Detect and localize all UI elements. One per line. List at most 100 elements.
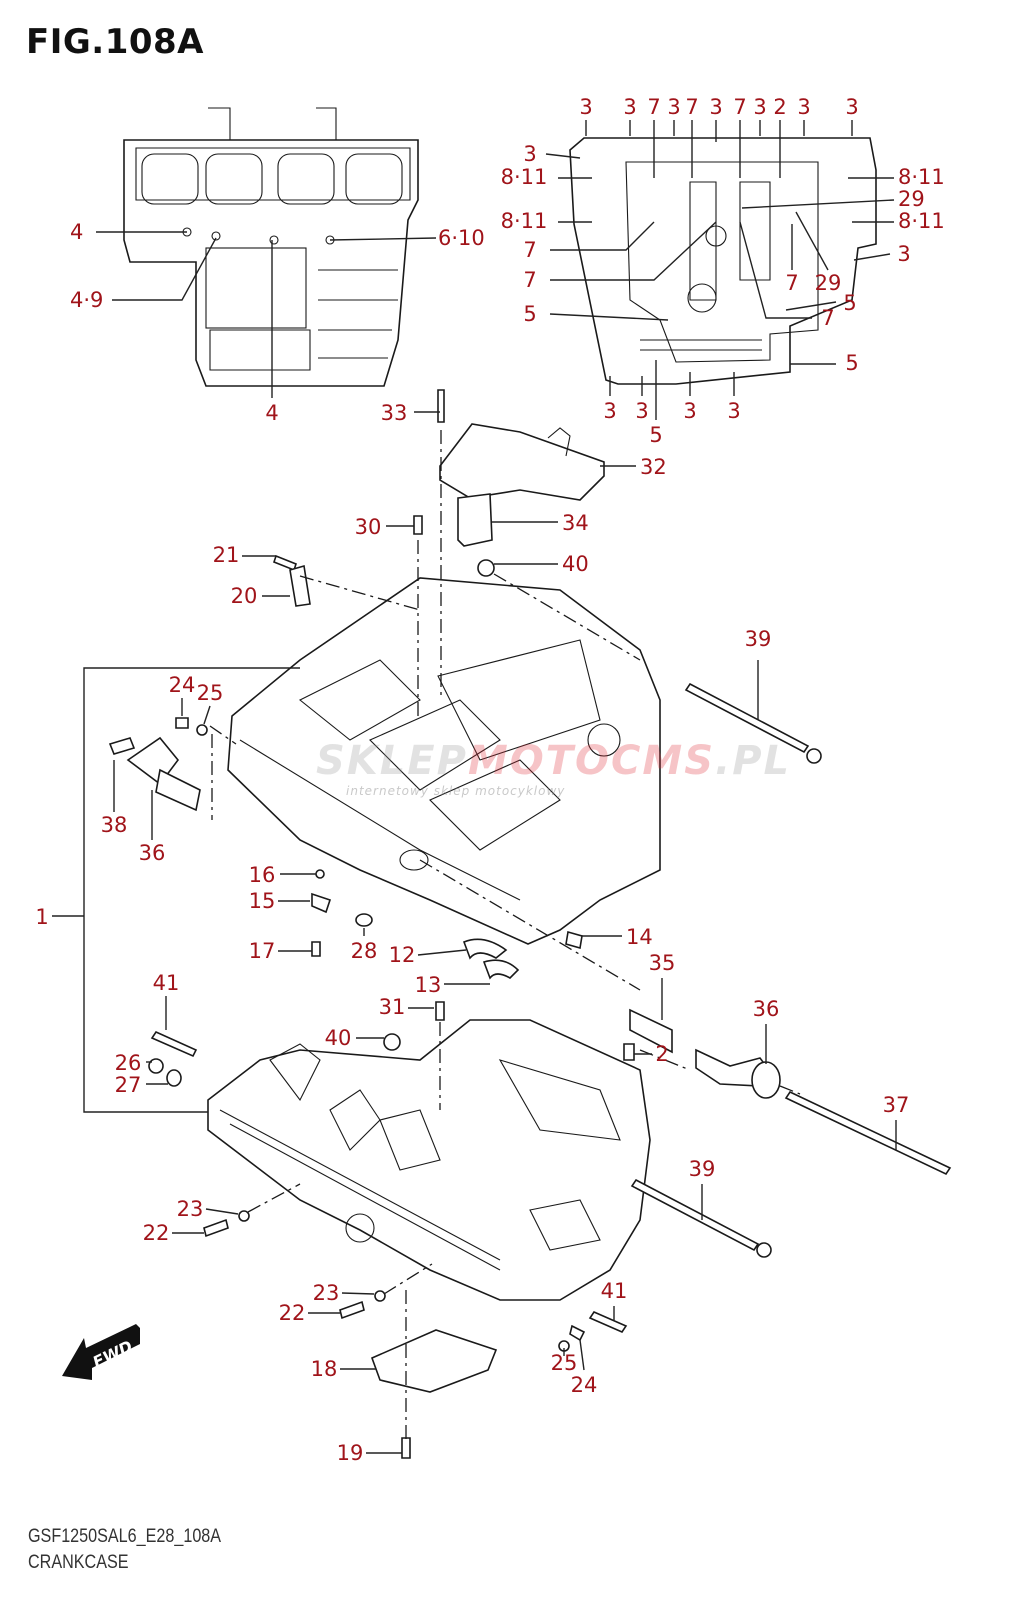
part-callout-3: 3 bbox=[683, 399, 696, 423]
part-callout-8-11: 8·11 bbox=[501, 209, 548, 233]
assembly-bracket-1 bbox=[83, 667, 300, 1113]
watermark-part-1: SKLEP bbox=[316, 738, 468, 784]
leader-lines bbox=[52, 120, 897, 1454]
part-callout-18: 18 bbox=[311, 1357, 338, 1381]
part-callout-29: 29 bbox=[898, 187, 925, 211]
part-callout-7: 7 bbox=[523, 268, 536, 292]
part-callout-39: 39 bbox=[745, 627, 772, 651]
leader-line bbox=[341, 1292, 375, 1295]
part-callout-30: 30 bbox=[355, 515, 382, 539]
part-callout-1: 1 bbox=[35, 905, 48, 929]
part-callout-7: 7 bbox=[821, 306, 834, 330]
part-callout-40: 40 bbox=[325, 1026, 352, 1050]
watermark-logo: SKLEPMOTOCMS.PL bbox=[316, 738, 791, 784]
forward-arrow-icon: FWD bbox=[58, 1318, 148, 1392]
part-callout-3: 3 bbox=[635, 399, 648, 423]
cylinder-bores bbox=[141, 153, 403, 205]
part-callout-3: 3 bbox=[797, 95, 810, 119]
leader-line bbox=[550, 221, 717, 281]
oil-pump-parts bbox=[108, 736, 952, 1176]
part-callout-40: 40 bbox=[562, 552, 589, 576]
upper-crankcase-main bbox=[227, 577, 661, 945]
leader-line bbox=[853, 253, 891, 261]
part-callout-3: 3 bbox=[603, 399, 616, 423]
part-callout-3: 3 bbox=[727, 399, 740, 423]
part-callout-6-10: 6·10 bbox=[438, 226, 485, 250]
part-callout-26: 26 bbox=[115, 1051, 142, 1075]
leader-line bbox=[112, 237, 217, 301]
part-callout-2: 2 bbox=[773, 95, 786, 119]
leader-line bbox=[741, 199, 895, 209]
part-callout-13: 13 bbox=[415, 973, 442, 997]
watermark-part-2: MOTO bbox=[467, 738, 612, 784]
figure-name: CRANKCASE bbox=[28, 1552, 129, 1573]
leader-line bbox=[205, 1208, 239, 1215]
figure-code: GSF1250SAL6_E28_108A bbox=[28, 1526, 222, 1547]
part-callout-25: 25 bbox=[197, 681, 224, 705]
part-callout-3: 3 bbox=[667, 95, 680, 119]
part-callout-8-11: 8·11 bbox=[898, 165, 945, 189]
part-callout-22: 22 bbox=[279, 1301, 306, 1325]
leader-line bbox=[545, 153, 581, 159]
part-callout-21: 21 bbox=[213, 543, 240, 567]
part-callout-7: 7 bbox=[733, 95, 746, 119]
part-callout-12: 12 bbox=[389, 943, 416, 967]
part-callout-34: 34 bbox=[562, 511, 589, 535]
leader-line bbox=[550, 221, 655, 251]
part-callout-20: 20 bbox=[231, 584, 258, 608]
part-callout-3: 3 bbox=[523, 142, 536, 166]
part-callout-22: 22 bbox=[143, 1221, 170, 1245]
part-callout-2: 2 bbox=[655, 1042, 668, 1066]
part-callout-24: 24 bbox=[169, 673, 196, 697]
part-callout-23: 23 bbox=[313, 1281, 340, 1305]
part-callout-4-9: 4·9 bbox=[70, 288, 103, 312]
part-callout-33: 33 bbox=[381, 401, 408, 425]
part-callout-3: 3 bbox=[579, 95, 592, 119]
breather-cover bbox=[439, 423, 605, 547]
part-callout-37: 37 bbox=[883, 1093, 910, 1117]
small-parts bbox=[148, 389, 635, 1459]
part-callout-5: 5 bbox=[649, 423, 662, 447]
part-callout-3: 3 bbox=[623, 95, 636, 119]
part-callout-29: 29 bbox=[815, 271, 842, 295]
part-callout-16: 16 bbox=[249, 863, 276, 887]
part-callout-38: 38 bbox=[101, 813, 128, 837]
leader-line bbox=[795, 211, 829, 271]
part-callout-3: 3 bbox=[845, 95, 858, 119]
part-callout-24: 24 bbox=[571, 1373, 598, 1397]
part-callout-5: 5 bbox=[523, 302, 536, 326]
part-callout-36: 36 bbox=[139, 841, 166, 865]
leader-line bbox=[549, 313, 669, 321]
leader-line bbox=[329, 237, 437, 241]
part-callout-5: 5 bbox=[843, 291, 856, 315]
part-callout-4: 4 bbox=[70, 220, 83, 244]
part-callout-41: 41 bbox=[153, 971, 180, 995]
part-callout-27: 27 bbox=[115, 1073, 142, 1097]
upper-crankcase-view bbox=[123, 107, 419, 387]
part-callout-3: 3 bbox=[753, 95, 766, 119]
part-callout-41: 41 bbox=[601, 1279, 628, 1303]
watermark-tld: .PL bbox=[715, 738, 792, 784]
part-callout-35: 35 bbox=[649, 951, 676, 975]
watermark-part-3: CMS bbox=[611, 738, 716, 784]
part-callout-23: 23 bbox=[177, 1197, 204, 1221]
part-callout-15: 15 bbox=[249, 889, 276, 913]
part-callout-7: 7 bbox=[647, 95, 660, 119]
part-callout-8-11: 8·11 bbox=[898, 209, 945, 233]
part-callout-31: 31 bbox=[379, 995, 406, 1019]
part-callout-4: 4 bbox=[265, 401, 278, 425]
figure-title: FIG.108A bbox=[26, 22, 204, 62]
part-callout-3: 3 bbox=[897, 242, 910, 266]
part-callout-39: 39 bbox=[689, 1157, 716, 1181]
watermark-tagline: internetowy sklep motocyklowy bbox=[346, 784, 566, 798]
leader-line bbox=[579, 1339, 585, 1371]
part-callout-36: 36 bbox=[753, 997, 780, 1021]
leader-line bbox=[785, 301, 837, 311]
part-callout-7: 7 bbox=[523, 238, 536, 262]
part-callout-28: 28 bbox=[351, 939, 378, 963]
part-callout-19: 19 bbox=[337, 1441, 364, 1465]
part-callout-25: 25 bbox=[551, 1351, 578, 1375]
lower-crankcase-main bbox=[207, 1019, 651, 1301]
